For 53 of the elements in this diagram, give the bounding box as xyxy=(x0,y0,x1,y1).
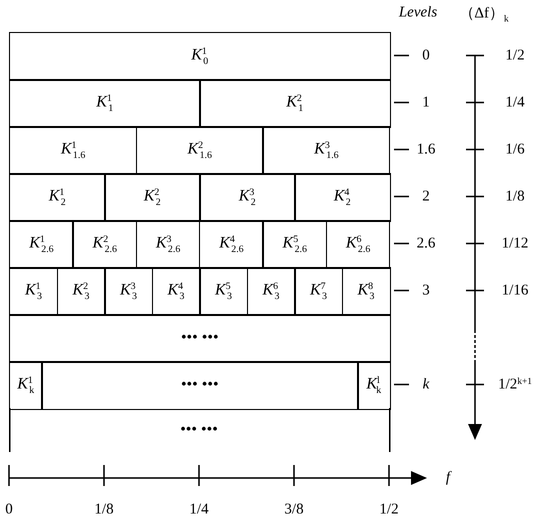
band-cell xyxy=(41,361,358,410)
band-cell xyxy=(262,126,390,174)
axis-title: Levels xyxy=(398,4,438,22)
band-cell xyxy=(357,361,390,410)
band-cell xyxy=(246,267,296,316)
resolution-value: 1/12 xyxy=(502,235,528,252)
level-value: 3 xyxy=(422,282,430,299)
band-cell xyxy=(9,32,390,80)
band-cell xyxy=(9,79,200,128)
cell-label: ••• ••• xyxy=(180,329,219,348)
band-cell xyxy=(199,267,248,316)
band-cell xyxy=(9,126,138,174)
band-cell xyxy=(199,220,264,268)
level-value: 0 xyxy=(422,47,430,64)
tick-label: 1/2 xyxy=(379,502,399,518)
axis-title: （Δf）$_{k}$ xyxy=(459,4,509,25)
band-cell xyxy=(262,220,328,268)
band-cell xyxy=(9,220,74,268)
resolution-value: 1/8 xyxy=(505,188,525,205)
level-value: 1 xyxy=(422,94,430,111)
band-cell xyxy=(104,173,200,222)
band-cell xyxy=(136,220,200,268)
band-cell xyxy=(9,314,390,362)
tick-label: 3/8 xyxy=(284,502,304,518)
tick-label: 1/8 xyxy=(94,502,114,518)
level-value: k xyxy=(422,376,430,393)
cell-label: ••• ••• xyxy=(180,376,219,394)
resolution-value: 1/6 xyxy=(505,141,525,158)
band-cell xyxy=(56,267,106,316)
band-cell xyxy=(152,267,200,316)
band-cell xyxy=(199,173,296,222)
resolution-value: 1/2$^{k+1}$ xyxy=(498,376,532,393)
band-cell xyxy=(326,220,390,268)
tick-label: 1/4 xyxy=(189,502,209,518)
resolution-value: 1/2 xyxy=(505,47,525,64)
band-cell xyxy=(199,79,390,128)
ellipsis: ••• ••• xyxy=(180,421,218,439)
band-cell xyxy=(9,173,106,222)
band-cell xyxy=(294,173,390,222)
band-cell xyxy=(294,267,343,316)
band-cell xyxy=(104,267,153,316)
band-cell xyxy=(342,267,390,316)
band-cell xyxy=(72,220,138,268)
resolution-value: 1/4 xyxy=(505,94,525,111)
tick-label: 0 xyxy=(5,502,13,518)
level-value: 1.6 xyxy=(416,141,436,158)
level-value: 2.6 xyxy=(416,235,436,252)
axis-title: f xyxy=(446,470,450,486)
level-value: 2 xyxy=(422,188,430,205)
band-cell xyxy=(136,126,264,174)
resolution-value: 1/16 xyxy=(502,282,528,299)
band-cell xyxy=(9,267,58,316)
band-cell xyxy=(9,361,42,410)
